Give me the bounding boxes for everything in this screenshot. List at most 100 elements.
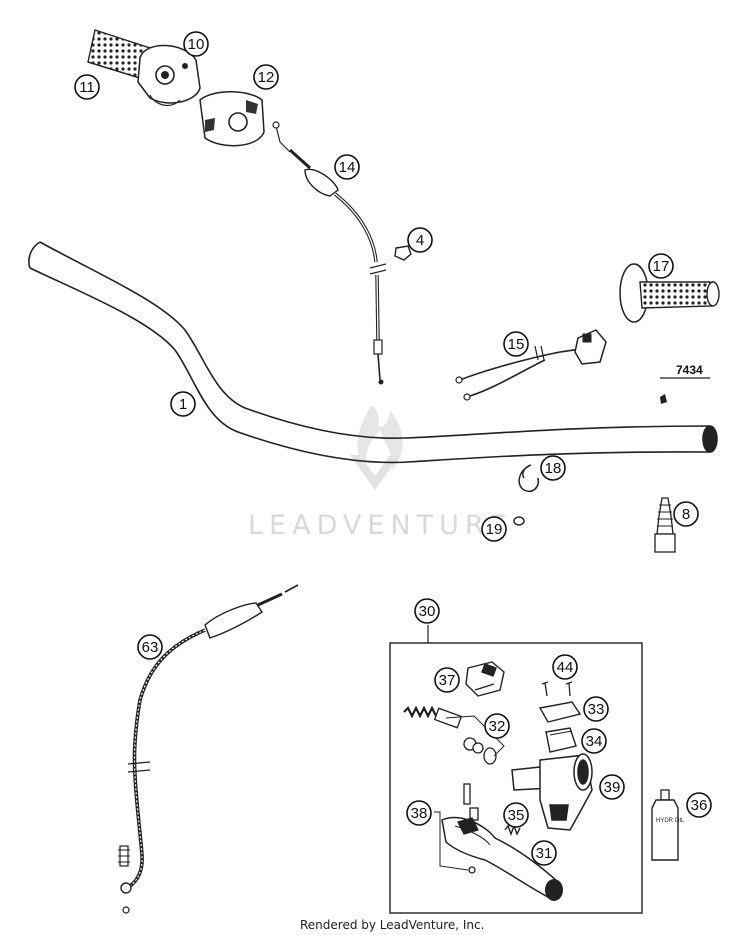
callout-label: 19	[486, 521, 503, 538]
cap-screws	[541, 681, 573, 697]
callout-label: 33	[588, 701, 605, 718]
callout-31: 31	[531, 840, 557, 866]
hydraulic-oil-bottle: HYDR OIL	[651, 789, 685, 861]
callout-10: 10	[183, 31, 209, 57]
callout-19: 19	[481, 516, 507, 542]
callout-circle	[137, 634, 163, 660]
callout-circle	[406, 800, 432, 826]
callout-label: 38	[411, 805, 428, 822]
bar-end-plug: 7434	[660, 363, 710, 404]
piston-kit	[403, 705, 497, 765]
left-grip	[619, 263, 720, 323]
callout-circle	[673, 501, 699, 527]
callout-label: 30	[419, 603, 436, 620]
callout-circle	[434, 667, 460, 693]
callout-label: 11	[79, 79, 95, 96]
callout-label: 32	[489, 718, 506, 735]
callout-label: 31	[536, 845, 553, 862]
callout-circle	[581, 728, 607, 754]
callout-32: 32	[484, 713, 510, 739]
master-cylinder	[511, 753, 593, 831]
callout-label: 63	[142, 639, 159, 656]
callout-circle	[414, 598, 440, 624]
callout-circle	[407, 227, 433, 253]
throttle-grip	[87, 29, 201, 107]
callout-label: 34	[586, 733, 603, 750]
callout-circle	[503, 331, 529, 357]
callout-circle	[334, 154, 360, 180]
cable-nut	[394, 245, 412, 261]
callout-1: 1	[170, 391, 196, 417]
callout-17: 17	[648, 253, 674, 279]
footer-credit: Rendered by LeadVenture, Inc.	[300, 918, 484, 932]
callout-label: 39	[604, 779, 621, 796]
brake-assembly-box	[389, 625, 643, 914]
callout-8: 8	[673, 501, 699, 527]
callout-label: 18	[545, 460, 562, 477]
callout-18: 18	[540, 455, 566, 481]
bottle-label: HYDR OIL	[656, 818, 685, 824]
callout-circle	[74, 74, 100, 100]
small-nut	[513, 516, 525, 526]
callout-label: 10	[188, 36, 205, 53]
callout-circle	[686, 792, 712, 818]
part-number-label: 7434	[676, 363, 703, 377]
callout-label: 44	[557, 659, 574, 676]
callout-30: 30	[414, 598, 440, 624]
return-spring	[504, 824, 521, 836]
callout-circle	[583, 696, 609, 722]
callout-label: 14	[339, 159, 356, 176]
callout-label: 36	[691, 797, 708, 814]
callout-circle	[484, 713, 510, 739]
callout-circle	[540, 455, 566, 481]
pivot-pin	[457, 783, 479, 874]
leader-38	[434, 811, 469, 871]
callout-63: 63	[137, 634, 163, 660]
callout-4: 4	[407, 227, 433, 253]
callout-circle	[599, 774, 625, 800]
watermark-text: LEADVENTURE	[248, 510, 513, 541]
brake-lever	[441, 816, 563, 901]
callout-circle	[183, 31, 209, 57]
callout-circle	[648, 253, 674, 279]
callout-label: 4	[416, 232, 424, 249]
callout-circle	[253, 64, 279, 90]
kill-switch	[455, 329, 607, 401]
callout-33: 33	[583, 696, 609, 722]
callout-label: 1	[179, 396, 187, 413]
callout-14: 14	[334, 154, 360, 180]
throttle-cover	[199, 91, 265, 147]
diaphragm-plate	[538, 701, 582, 723]
callout-circle	[552, 654, 578, 680]
diaphragm	[545, 727, 577, 753]
callout-36: 36	[686, 792, 712, 818]
callout-label: 37	[439, 672, 456, 689]
watermark: LEADVENTURE	[248, 405, 513, 541]
callout-38: 38	[406, 800, 432, 826]
callout-15: 15	[503, 331, 529, 357]
callouts: 1481011121415171819303132333435363738394…	[74, 31, 712, 866]
callout-39: 39	[599, 774, 625, 800]
clutch-cable	[118, 584, 299, 914]
callout-34: 34	[581, 728, 607, 754]
callout-label: 35	[508, 807, 525, 824]
grease-tube	[654, 497, 676, 553]
callout-circle	[170, 391, 196, 417]
clamp-ring	[518, 464, 540, 492]
callout-label: 8	[682, 506, 690, 523]
handlebar	[28, 241, 718, 464]
callout-12: 12	[253, 64, 279, 90]
callout-11: 11	[74, 74, 100, 100]
callout-44: 44	[552, 654, 578, 680]
callout-37: 37	[434, 667, 460, 693]
callout-circle	[481, 516, 507, 542]
callout-circle	[531, 840, 557, 866]
callout-35: 35	[503, 802, 529, 828]
callout-label: 12	[258, 69, 275, 86]
callout-circle	[503, 802, 529, 828]
reservoir-cap	[465, 661, 505, 697]
throttle-cable	[272, 121, 387, 385]
callout-label: 15	[508, 336, 525, 353]
callout-label: 17	[653, 258, 670, 275]
